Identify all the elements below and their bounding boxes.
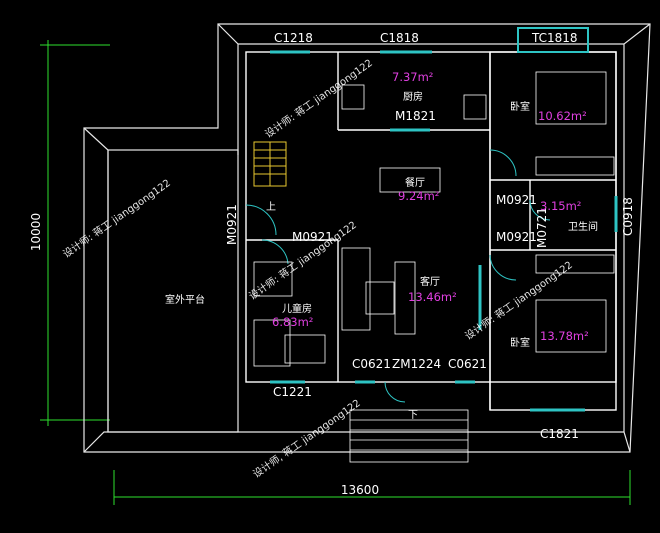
room-kitchen-area: 7.37m² [392,70,433,84]
watermark-5: 设计师, 蒋工 jianggong122 [250,396,362,480]
room-dining-area: 9.24m² [398,189,439,203]
room-bath-area: 3.15m² [540,199,581,213]
room-dining-name: 餐厅 [405,176,425,189]
stair-down-mark: 下 [408,410,418,421]
label-zm1224: ZM1224 [392,357,441,371]
label-c0918: C0918 [621,197,635,236]
room-living-name: 客厅 [420,275,440,288]
label-c1218: C1218 [274,31,313,45]
entrance-steps [349,409,469,463]
label-tc1818: TC1818 [531,31,578,45]
staircase [253,141,287,187]
room-kids-area: 6.83m² [272,315,313,329]
room-bedroom2-area: 13.78m² [540,329,589,343]
stair-up-mark: 上 [266,201,276,213]
label-m0921-mid: M0921 [292,230,333,244]
room-living-area: 13.46m² [408,290,457,304]
dimension-lines [40,40,631,505]
label-c1821: C1821 [540,427,579,441]
label-m0921-r1: M0921 [496,193,537,207]
room-terrace-name: 室外平台 [165,293,205,306]
room-bedroom1-name: 卧室 [510,100,530,113]
room-bath-name: 卫生间 [568,220,598,233]
height-dimension: 10000 [29,213,43,251]
windows [270,27,618,412]
watermark-1: 设计师: 蒋工 jianggong122 [262,56,375,140]
label-m1821: M1821 [395,109,436,123]
label-m0921-r2: M0921 [496,230,537,244]
label-c0621-a: C0621 [352,357,391,371]
room-bedroom2-name: 卧室 [510,336,530,349]
label-m0921-left: M0921 [225,204,239,245]
room-bedroom1-area: 10.62m² [538,109,587,123]
room-kitchen-name: 厨房 [403,90,423,103]
watermark-2: 设计师: 蒋工 jianggong122 [60,176,173,260]
outer-outline [83,23,651,453]
label-c0621-b: C0621 [448,357,487,371]
furniture [253,71,615,367]
label-c1221: C1221 [273,385,312,399]
label-m0721: M0721 [535,207,549,248]
room-kids-name: 儿童房 [282,302,312,315]
doors [245,149,551,403]
label-c1818: C1818 [380,31,419,45]
width-dimension: 13600 [341,483,379,497]
